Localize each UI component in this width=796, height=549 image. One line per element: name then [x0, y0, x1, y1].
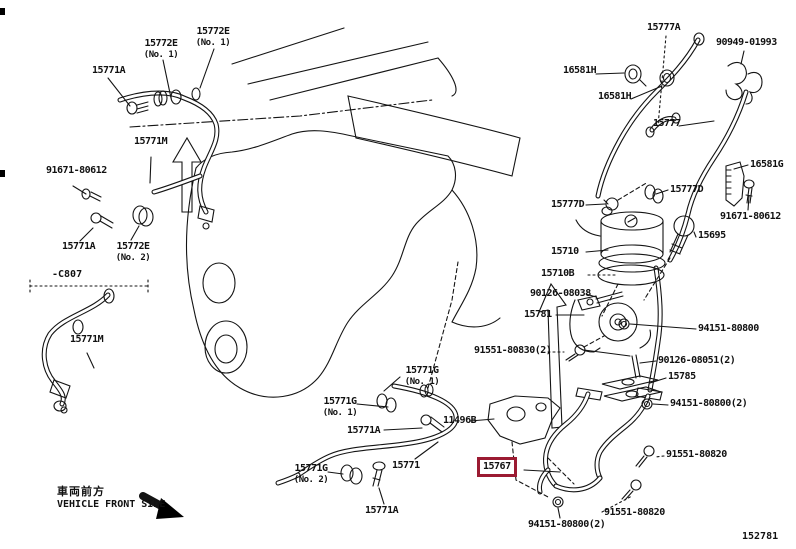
clamp-15772e-no1-b: [191, 87, 201, 101]
vehicle-front-jp: 車両前方: [57, 485, 105, 498]
part-label-91671-80612-left[interactable]: 91671-80612: [46, 165, 107, 176]
bolt-91551-80820-right: [643, 445, 655, 457]
part-label-91551-80820-right[interactable]: 91551-80820: [666, 449, 727, 460]
nut-94151-80800: [618, 318, 630, 330]
direction-arrow-up-right: [538, 282, 567, 429]
pipe-15771: [275, 261, 459, 487]
fitting-15777a: [645, 126, 655, 138]
part-label-15710[interactable]: 15710: [551, 246, 579, 257]
part-label-15777[interactable]: 15777: [653, 118, 681, 129]
clamp-15771g-no1: [419, 384, 429, 398]
variant-bracket: [29, 279, 149, 293]
banjo-bolt-15771a: [126, 101, 138, 115]
hose-15771-upper: [81, 87, 220, 230]
variant-code: -C807: [52, 269, 83, 280]
part-label-15771g-no1-b[interactable]: 15771G(No. 1): [322, 396, 358, 419]
clamp-15772e-no1: [153, 91, 163, 107]
part-label-11496b[interactable]: 11496B: [443, 415, 477, 426]
part-label-15771g-no1-a[interactable]: 15771G(No. 1): [404, 365, 440, 388]
union-bolt-15695: [673, 215, 695, 237]
bracket-15781: [565, 295, 664, 402]
bolt-91551-80830: [574, 344, 586, 356]
clamp-16581h-a: [624, 64, 642, 84]
part-label-15771a-topleft[interactable]: 15771A: [92, 65, 126, 76]
nut-94151-80800-2-bottom: [552, 496, 564, 508]
part-label-15772e-no2[interactable]: 15772E(No. 2): [115, 241, 151, 264]
bolt-91551-80820-bottom: [630, 479, 642, 491]
drawing-number: 152781: [742, 531, 779, 542]
nut-94151-80800-2-right: [641, 398, 653, 410]
part-label-94151-80800[interactable]: 94151-80800: [698, 323, 759, 334]
part-label-15771a-bottom[interactable]: 15771A: [365, 505, 399, 516]
part-label-15771m-lower[interactable]: 15771M: [70, 334, 104, 345]
part-label-90949-01993[interactable]: 90949-01993: [716, 37, 777, 48]
part-label-90126-08051-2[interactable]: 90126-08051(2): [658, 355, 736, 366]
stud-90126-08051: [631, 354, 641, 379]
part-label-94151-80800-2-right[interactable]: 94151-80800(2): [670, 398, 748, 409]
engine-outline: [129, 27, 567, 429]
gasket-11496b: [487, 395, 561, 445]
hose-15771m-lower: [41, 288, 115, 414]
bracket-16581g: [725, 161, 745, 207]
part-label-15771a-left[interactable]: 15771A: [62, 241, 96, 252]
part-label-15777a[interactable]: 15777A: [647, 22, 681, 33]
bolt-15771a-left: [90, 212, 102, 224]
part-label-15777d-left[interactable]: 15777D: [551, 199, 585, 210]
fitting-15777d-right: [644, 184, 656, 200]
part-label-16581h-b[interactable]: 16581H: [598, 91, 632, 102]
grommet-15771g-no2: [340, 464, 354, 482]
clamp-15772e-no2: [132, 205, 148, 225]
part-label-15772e-no1-a[interactable]: 15772E(No. 1): [143, 38, 179, 61]
part-label-15771g-no2[interactable]: 15771G(No. 2): [293, 463, 329, 486]
print-mark: [0, 8, 5, 177]
clamp-16581h-b: [659, 69, 675, 87]
bolt-15771a-bottom: [372, 461, 386, 471]
part-label-15710b[interactable]: 15710B: [541, 268, 575, 279]
part-label-91551-80830-2[interactable]: 91551-80830(2): [474, 345, 552, 356]
stud-90126-08038: [595, 291, 624, 304]
bolt-15771a-mid: [420, 414, 432, 426]
part-label-15772e-no1-b[interactable]: 15772E(No. 1): [195, 26, 231, 49]
part-label-15781[interactable]: 15781: [524, 309, 552, 320]
part-label-94151-80800-2-bottom[interactable]: 94151-80800(2): [528, 519, 606, 530]
part-label-15771m-top[interactable]: 15771M: [134, 136, 168, 147]
vehicle-front-arrow: [139, 492, 184, 519]
oil-cooler-15710: [575, 206, 695, 317]
part-label-16581h-a[interactable]: 16581H: [563, 65, 597, 76]
hose-15777-group: [595, 32, 763, 393]
leader-lines: [72, 35, 750, 519]
bolt-91671-80612-right: [743, 179, 755, 189]
part-label-15777d-right[interactable]: 15777D: [670, 184, 704, 195]
part-label-16581g[interactable]: 16581G: [750, 159, 784, 170]
part-label-15771[interactable]: 15771: [392, 460, 420, 471]
part-label-15695[interactable]: 15695: [698, 230, 726, 241]
part-label-15771a-mid[interactable]: 15771A: [347, 425, 381, 436]
part-label-91671-80612-right[interactable]: 91671-80612: [720, 211, 781, 222]
bolt-91671-80612: [81, 188, 91, 200]
vehicle-front-en: VEHICLE FRONT SIDE: [57, 499, 166, 510]
part-label-15785[interactable]: 15785: [668, 371, 696, 382]
part-label-90126-08038[interactable]: 90126-08038: [530, 288, 591, 299]
pipe-15767-assembly: [487, 387, 663, 508]
vehicle-front-note: 車両前方 VEHICLE FRONT SIDE: [57, 486, 165, 511]
part-label-91551-80820-bottom[interactable]: 91551-80820: [604, 507, 665, 518]
direction-arrow-up: [172, 136, 202, 213]
clip-90949-01993: [725, 61, 747, 101]
part-label-15767-highlighted[interactable]: 15767: [477, 457, 517, 477]
